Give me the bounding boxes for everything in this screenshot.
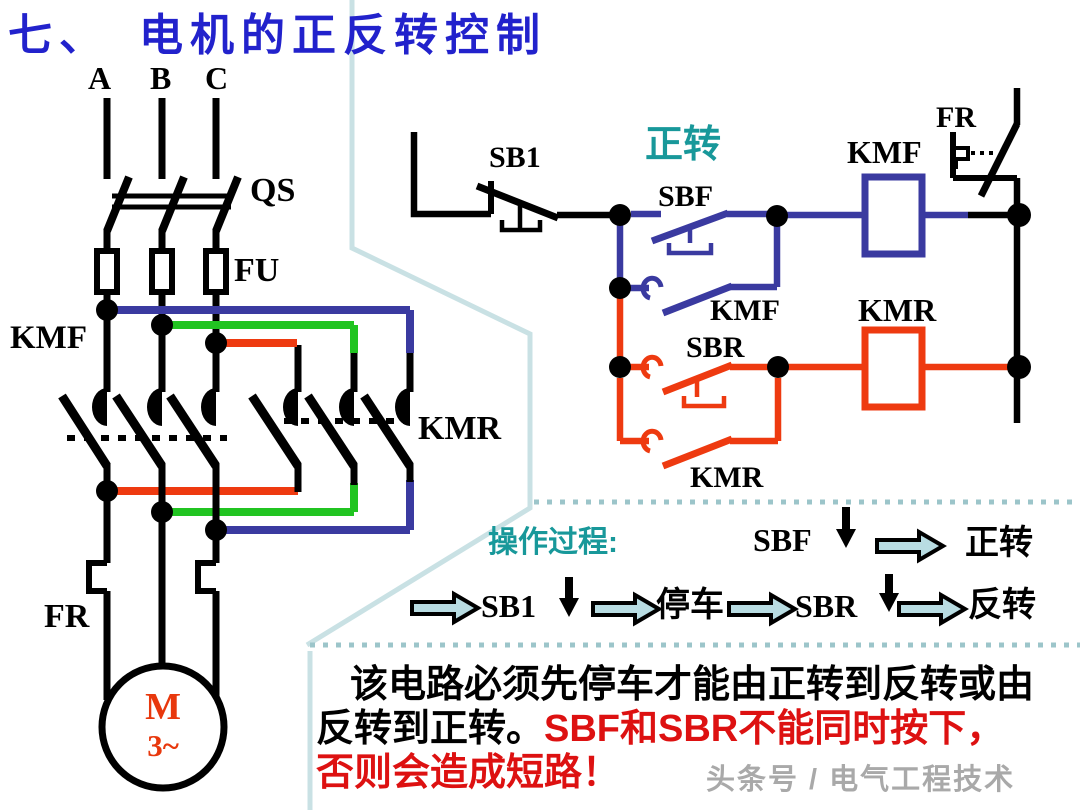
motor-type-label: 3~	[147, 728, 179, 763]
contact-blades	[58, 393, 414, 469]
sbf-button-blade	[650, 209, 730, 245]
note-line2-red: SBF和SBR不能同时按下，	[544, 708, 1005, 750]
op-forward-result: 正转	[965, 524, 1033, 562]
forward-caption: 正转	[645, 124, 722, 166]
op-stop-result: 停车	[656, 586, 724, 624]
fr-contact-label: FR	[936, 101, 976, 134]
watermark: 头条号 / 电气工程技术	[706, 764, 1016, 796]
power-circuit-group	[58, 98, 414, 792]
mechanical-links	[67, 418, 407, 441]
kmr-aux-blade	[661, 435, 734, 470]
note-line1: 该电路必须先停车才能由正转到反转或由	[350, 664, 1035, 706]
op-reverse-result: 反转	[968, 586, 1036, 624]
kmr-aux-label: KMR	[690, 461, 764, 494]
kmf-aux-blade	[661, 282, 734, 317]
press-down-arrows	[559, 507, 899, 617]
kmf-coil	[861, 173, 926, 258]
crossover-wires	[107, 306, 414, 534]
phase-label-b: B	[150, 60, 172, 96]
flow-arrows	[410, 507, 969, 627]
fr-power-label: FR	[44, 598, 90, 635]
page-title: 七、 电机的正反转控制	[8, 11, 547, 60]
red-wire	[107, 339, 298, 495]
block-arrows	[410, 528, 969, 627]
operation-heading: 操作过程:	[488, 526, 618, 559]
sb1-label: SB1	[489, 141, 541, 174]
sbr-button-blade	[661, 361, 734, 396]
green-wire	[162, 321, 358, 516]
op-sbr-label: SBR	[795, 588, 858, 624]
control-circuit-group	[410, 88, 1031, 470]
sbr-label: SBR	[686, 331, 745, 364]
op-sbf-label: SBF	[753, 522, 812, 558]
callout-lines	[305, 0, 533, 810]
fu-fuses	[94, 248, 229, 295]
kmf-coil-label: KMF	[847, 134, 922, 170]
note-line3: 否则会造成短路！	[316, 752, 621, 794]
power-junction-dots	[96, 299, 227, 541]
fr-nc-contact	[950, 88, 1021, 423]
kmf-power-label: KMF	[10, 320, 87, 356]
phase-label-c: C	[205, 60, 229, 96]
control-junction-dots	[609, 203, 1031, 379]
fr-thermal-elements	[86, 560, 220, 700]
kmr-aux-hinge	[640, 428, 664, 454]
forward-branch	[616, 173, 968, 317]
note-line2: 反转到正转。SBF和SBR不能同时按下，	[316, 710, 1004, 748]
note-line2-black: 反转到正转。	[316, 708, 545, 750]
sb1-stop-button	[410, 132, 612, 233]
motor-circle	[98, 662, 228, 792]
qs-switch	[103, 175, 242, 251]
motor-label: M	[145, 686, 181, 728]
kmf-aux-label: KMF	[710, 294, 780, 327]
kmr-coil-label: KMR	[858, 292, 937, 328]
kmf-aux-hinge	[640, 275, 664, 301]
kmr-power-label: KMR	[418, 410, 502, 447]
op-sb1-label: SB1	[481, 588, 537, 624]
qs-label: QS	[250, 172, 296, 209]
kmr-coil	[861, 326, 926, 411]
phase-label-a: A	[88, 60, 112, 96]
phase-lines	[103, 98, 220, 179]
blue-wire	[107, 306, 414, 534]
sbf-label: SBF	[658, 180, 714, 213]
reverse-branch	[616, 288, 1012, 470]
fu-label: FU	[234, 252, 280, 289]
contact-hinges	[92, 388, 410, 426]
dotted-section-borders	[310, 499, 1080, 648]
